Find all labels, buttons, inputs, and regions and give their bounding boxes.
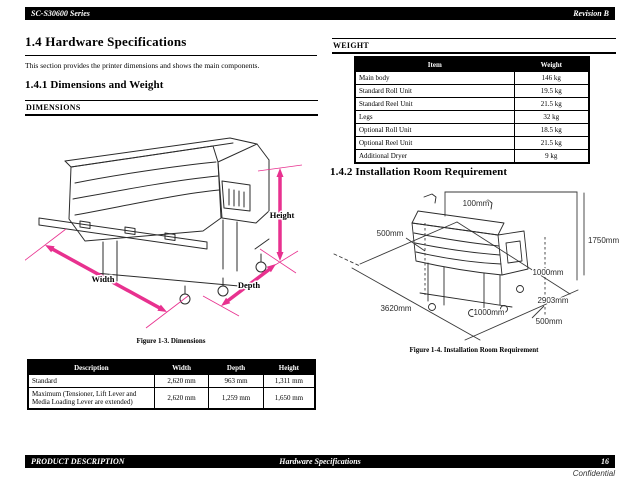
depth-arrow-label: Depth xyxy=(238,280,260,290)
header-revision: Revision B xyxy=(573,9,609,18)
cell-item: Additional Dryer xyxy=(354,149,515,164)
cell-weight: 146 kg xyxy=(513,71,590,85)
room-outline xyxy=(333,191,585,341)
cell-description: Maximum (Tensioner, Lift Lever and Media… xyxy=(27,387,155,410)
cell-weight: 32 kg xyxy=(513,110,590,124)
dimensions-table: Description Width Depth Height Standard … xyxy=(27,359,316,410)
intro-text: This section provides the printer dimens… xyxy=(25,61,260,70)
col-weight: Weight xyxy=(513,56,590,72)
table-row: Legs 32 kg xyxy=(354,110,590,124)
col-item: Item xyxy=(354,56,515,72)
table-row: Main body 146 kg xyxy=(354,71,590,85)
figure-1-4-caption: Figure 1-4. Installation Room Requiremen… xyxy=(409,346,539,354)
footer-chapter-name: Hardware Specifications xyxy=(279,457,361,466)
weight-section-header: WEIGHT xyxy=(332,38,616,54)
cell-height: 1,650 mm xyxy=(262,387,316,410)
cell-weight: 21.5 kg xyxy=(513,136,590,150)
cell-weight: 18.5 kg xyxy=(513,123,590,137)
footer-page-number: 16 xyxy=(601,457,609,466)
front-clearance-label: 1000mm xyxy=(473,308,504,317)
clearance-lines xyxy=(405,223,546,319)
cell-weight: 19.5 kg xyxy=(513,84,590,98)
cell-item: Legs xyxy=(354,110,515,124)
room-width-label: 3620mm xyxy=(380,304,411,313)
printer-line-art-small xyxy=(411,193,529,317)
figure-installation-room-diagram: 100mm 500mm 1750mm 1000mm 2903mm 3620mm … xyxy=(333,191,621,341)
table-row: Maximum (Tensioner, Lift Lever and Media… xyxy=(27,387,316,410)
subsection-title-installation-room: 1.4.2 Installation Room Requirement xyxy=(330,166,508,178)
table-row: Optional Reel Unit 21.5 kg xyxy=(354,136,590,150)
table-row: Additional Dryer 9 kg xyxy=(354,149,590,164)
cell-depth: 963 mm xyxy=(208,374,264,388)
figure-dimensions-diagram: Width Depth Height xyxy=(25,137,303,329)
section-title: 1.4 Hardware Specifications xyxy=(25,34,317,56)
cell-description: Standard xyxy=(27,374,155,388)
height-arrow-label: Height xyxy=(270,210,295,220)
table-row: Standard Reel Unit 21.5 kg xyxy=(354,97,590,111)
dimension-witness-lines xyxy=(25,164,303,329)
weight-table-header-row: Item Weight xyxy=(354,56,590,72)
cell-item: Optional Reel Unit xyxy=(354,136,515,150)
cell-weight: 21.5 kg xyxy=(513,97,590,111)
table-row: Standard Roll Unit 19.5 kg xyxy=(354,84,590,98)
col-description: Description xyxy=(27,359,155,375)
cell-item: Main body xyxy=(354,71,515,85)
back-clearance-label: 500mm xyxy=(536,317,563,326)
cell-item: Standard Reel Unit xyxy=(354,97,515,111)
cell-width: 2,620 mm xyxy=(153,387,210,410)
figure-1-3-caption: Figure 1-3. Dimensions xyxy=(136,337,206,345)
top-clearance-label: 100mm xyxy=(463,199,490,208)
left-clearance-label: 500mm xyxy=(377,229,404,238)
cell-depth: 1,259 mm xyxy=(208,387,264,410)
cell-item: Optional Roll Unit xyxy=(354,123,515,137)
dimensions-table-header-row: Description Width Depth Height xyxy=(27,359,316,375)
room-height-label: 1750mm xyxy=(588,236,619,245)
printer-line-art xyxy=(38,137,270,305)
footer-section-name: PRODUCT DESCRIPTION xyxy=(31,457,125,466)
col-height: Height xyxy=(262,359,316,375)
width-arrow-label: Width xyxy=(92,274,115,284)
dimensions-section-header: DIMENSIONS xyxy=(25,100,318,116)
cell-height: 1,311 mm xyxy=(262,374,316,388)
subsection-title-dimensions-weight: 1.4.1 Dimensions and Weight xyxy=(25,79,164,91)
page-header-bar: SC-S30600 Series Revision B xyxy=(25,7,615,20)
room-depth-label: 2903mm xyxy=(537,296,568,305)
cell-width: 2,620 mm xyxy=(153,374,210,388)
header-product-title: SC-S30600 Series xyxy=(31,9,90,18)
table-row: Standard 2,620 mm 963 mm 1,311 mm xyxy=(27,374,316,388)
dimension-arrows xyxy=(45,168,284,312)
cell-weight: 9 kg xyxy=(513,149,590,164)
page-footer-bar: PRODUCT DESCRIPTION Hardware Specificati… xyxy=(25,455,615,468)
cell-item: Standard Roll Unit xyxy=(354,84,515,98)
weight-table: Item Weight Main body 146 kg Standard Ro… xyxy=(354,56,590,164)
col-depth: Depth xyxy=(208,359,264,375)
table-row: Optional Roll Unit 18.5 kg xyxy=(354,123,590,137)
confidential-label: Confidential xyxy=(572,469,615,478)
right-clearance-label: 1000mm xyxy=(532,268,563,277)
col-width: Width xyxy=(153,359,210,375)
